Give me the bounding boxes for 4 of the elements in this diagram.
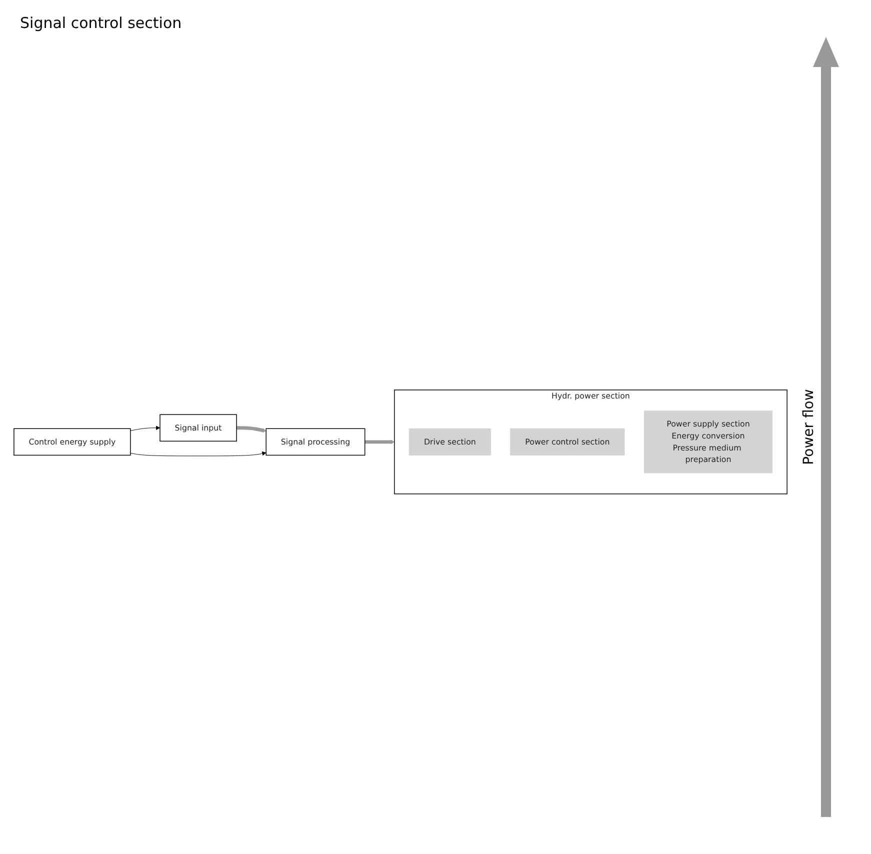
section-heading: Signal control section [20,14,183,32]
direction-label: Power flow [800,389,817,465]
arrow [364,440,395,444]
arrow [236,426,266,432]
